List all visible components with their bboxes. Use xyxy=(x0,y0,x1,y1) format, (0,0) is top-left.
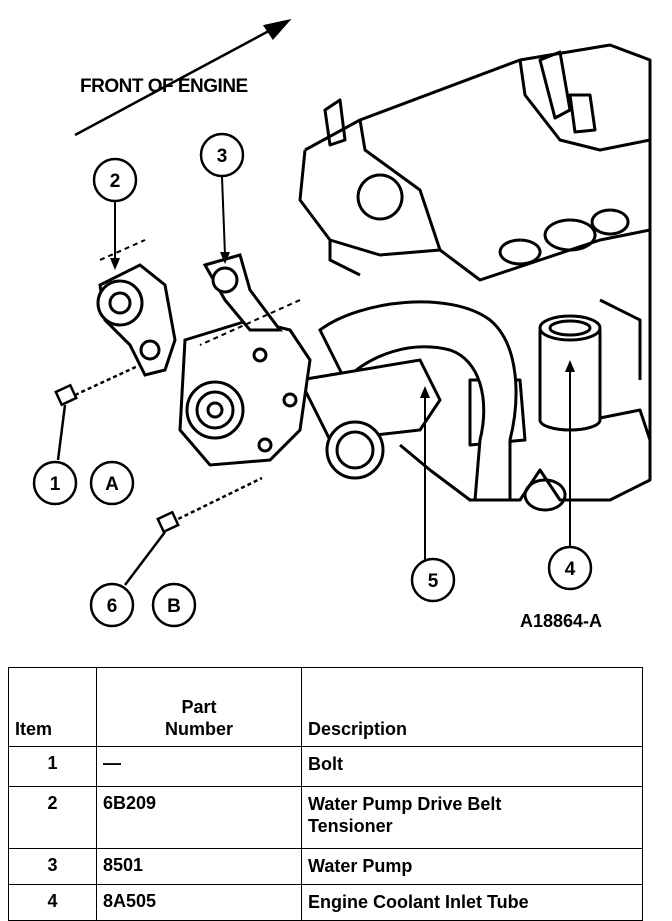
callout-circle-6 xyxy=(89,582,135,628)
callout-circle-b xyxy=(151,582,197,628)
cell-item: 1 xyxy=(8,746,97,787)
cell-part: 6B209 xyxy=(96,786,302,849)
callout-circle-2 xyxy=(92,157,138,203)
leader-lines xyxy=(99,176,571,560)
callout-circle-4 xyxy=(547,545,593,591)
cell-description: Water Pump xyxy=(301,848,643,885)
callout-circle-5 xyxy=(410,557,456,603)
header-part-line2: Number xyxy=(164,719,233,739)
water-pump xyxy=(178,253,312,467)
cell-part: 8A505 xyxy=(96,884,302,921)
table-header-row: Item Part Number Description xyxy=(8,667,643,747)
callout-label-6: 6 xyxy=(107,596,118,617)
callout-circle-3 xyxy=(199,132,245,178)
cell-description: Bolt xyxy=(301,746,643,787)
engine-block xyxy=(298,43,652,512)
cell-description: Engine Coolant Inlet Tube xyxy=(301,884,643,921)
callout-label-4: 4 xyxy=(565,559,576,580)
cell-part: — xyxy=(96,746,302,787)
leader-arrow-2 xyxy=(110,258,120,270)
header-description: Description xyxy=(301,667,643,747)
cell-part: 8501 xyxy=(96,848,302,885)
table-row: 1 — Bolt xyxy=(8,746,643,787)
coolant-hose xyxy=(318,300,518,502)
header-part-line1: Part xyxy=(181,697,217,717)
cell-item: 2 xyxy=(8,786,97,849)
leader-arrow-5 xyxy=(420,386,430,398)
front-of-engine-label: FRONT OF ENGINE xyxy=(80,76,248,97)
header-item: Item xyxy=(8,667,97,747)
cell-item: 4 xyxy=(8,884,97,921)
front-arrow xyxy=(74,18,292,137)
callout-label-a: A xyxy=(105,474,119,495)
callout-label-3: 3 xyxy=(217,146,228,167)
cell-item: 3 xyxy=(8,848,97,885)
callout-circle-1 xyxy=(32,460,78,506)
leader-arrow-3 xyxy=(220,252,230,264)
parts-table: Item Part Number Description 1 — Bolt 2 … xyxy=(8,667,643,921)
engine-diagram: FRONT OF ENGINE xyxy=(32,18,652,631)
table-row: 4 8A505 Engine Coolant Inlet Tube xyxy=(8,884,643,921)
figure-id: A18864-A xyxy=(520,611,602,631)
callout-label-1: 1 xyxy=(50,474,61,495)
callout-label-b: B xyxy=(167,596,181,617)
belt-tensioner xyxy=(96,263,177,377)
callout-label-2: 2 xyxy=(110,171,121,192)
bolt-1 xyxy=(54,363,141,461)
callout-circle-a xyxy=(89,460,135,506)
callout-label-5: 5 xyxy=(428,571,439,592)
table-row: 2 6B209 Water Pump Drive Belt Tensioner xyxy=(8,786,643,849)
leader-arrow-4 xyxy=(565,360,575,372)
thermostat-housing xyxy=(297,358,442,480)
cell-description: Water Pump Drive Belt Tensioner xyxy=(301,786,643,849)
bolt-6 xyxy=(124,476,263,586)
table-row: 3 8501 Water Pump xyxy=(8,848,643,885)
header-part-number: Part Number xyxy=(96,667,302,747)
